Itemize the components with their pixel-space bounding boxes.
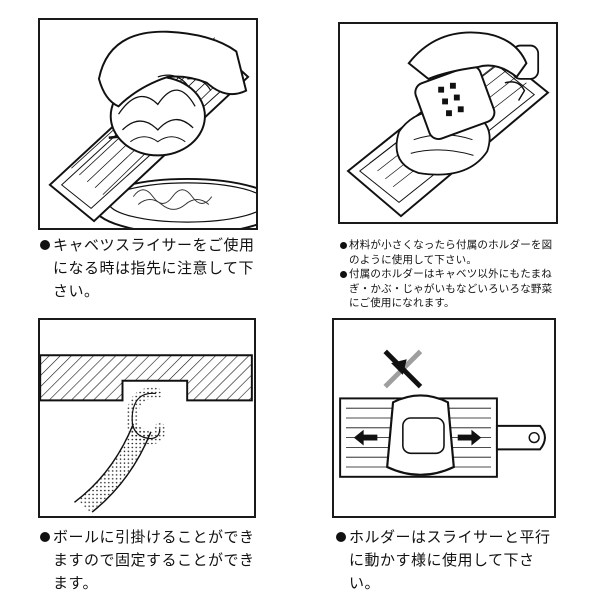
illustration-holder-direction: [332, 318, 556, 518]
caption-item: ホルダーはスライサーと平行に動かす様に使用して下さい。: [336, 526, 558, 595]
caption-bottom-left: ボールに引掛けることができますので固定することができます。: [40, 526, 262, 595]
caption-text: ホルダーはスライサーと平行に動かす様に使用して下さい。: [349, 528, 551, 592]
caption-top-left: キャベツスライサーをご使用になる時は指先に注意して下さい。: [40, 234, 260, 303]
caption-text: ボールに引掛けることができますので固定することができます。: [53, 528, 255, 592]
holder-direction-drawing: [339, 349, 546, 478]
cabbage-slicing-drawing: [48, 30, 256, 228]
bullet-icon: [340, 242, 347, 249]
bullet-icon: [40, 240, 50, 250]
caption-text: 付属のホルダーはキャベツ以外にもたまねぎ・かぶ・じゃがいもなどいろいろな野菜にご…: [349, 268, 553, 309]
caption-text: 材料が小さくなったら付属のホルダーを図のように使用して下さい。: [349, 239, 553, 266]
illustration-holder-usage: [338, 22, 558, 224]
bullet-icon: [336, 532, 346, 542]
illustration-bowl-hook: [38, 318, 256, 518]
bullet-icon: [40, 532, 50, 542]
caption-bottom-right: ホルダーはスライサーと平行に動かす様に使用して下さい。: [336, 526, 558, 595]
bowl-hook-drawing: [40, 354, 253, 514]
bullet-icon: [340, 271, 347, 278]
illustration-cabbage-slicing: [38, 18, 258, 230]
caption-text: キャベツスライサーをご使用になる時は指先に注意して下さい。: [53, 236, 255, 300]
holder-usage-drawing: [346, 31, 550, 218]
caption-item: 付属のホルダーはキャベツ以外にもたまねぎ・かぶ・じゃがいもなどいろいろな野菜にご…: [340, 267, 560, 311]
cross-icon: [383, 349, 423, 389]
caption-item: キャベツスライサーをご使用になる時は指先に注意して下さい。: [40, 234, 260, 303]
caption-item: 材料が小さくなったら付属のホルダーを図のように使用して下さい。: [340, 238, 560, 267]
caption-item: ボールに引掛けることができますので固定することができます。: [40, 526, 262, 595]
caption-top-right: 材料が小さくなったら付属のホルダーを図のように使用して下さい。 付属のホルダーは…: [340, 238, 560, 311]
